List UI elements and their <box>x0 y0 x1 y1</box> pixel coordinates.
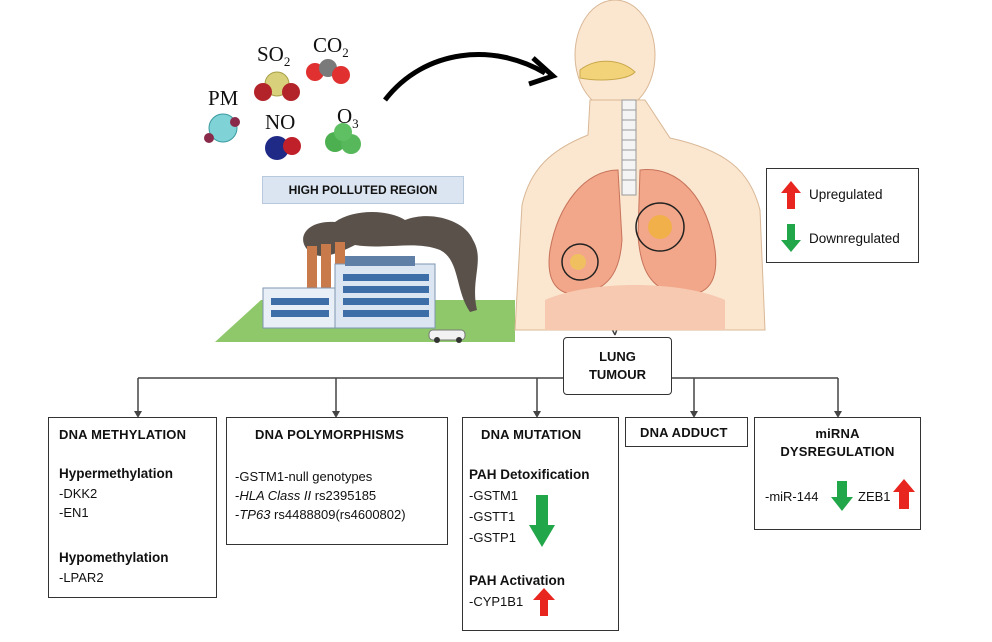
methylation-title: DNA METHYLATION <box>59 427 187 442</box>
hypo-item: -LPAR2 <box>59 570 104 585</box>
legend-down-label: Downregulated <box>809 231 900 246</box>
pm-label: PM <box>208 86 239 110</box>
so2-label: SO2 <box>257 42 291 70</box>
up-arrow-icon <box>533 588 555 616</box>
hypomethylation-label: Hypomethylation <box>59 550 169 565</box>
polymorphism-item: -HLA Class II rs2395185 <box>235 488 377 503</box>
no-molecule-icon <box>265 136 301 160</box>
lung-tumour-node: LUNG TUMOUR <box>563 337 672 395</box>
mutation-title: DNA MUTATION <box>481 427 582 442</box>
so2-molecule-icon <box>254 71 300 101</box>
mirna-title-line1: miRNA <box>815 426 860 441</box>
activation-item: -CYP1B1 <box>469 594 524 609</box>
region-banner-label: HIGH POLLUTED REGION <box>288 183 438 197</box>
pah-detox-label: PAH Detoxification <box>469 467 590 482</box>
up-arrow-icon <box>893 479 915 509</box>
hyper-item: -EN1 <box>59 505 89 520</box>
region-banner: HIGH POLLUTED REGION <box>262 176 464 204</box>
mirna-item: -miR-144 <box>765 489 819 504</box>
hypermethylation-label: Hypermethylation <box>59 466 174 481</box>
hyper-item: -DKK2 <box>59 486 98 501</box>
no-label: NO <box>265 110 296 134</box>
pollutant-molecules <box>204 59 361 160</box>
up-arrow-icon <box>781 181 801 209</box>
dna-adduct-box: DNA ADDUCT <box>625 417 748 447</box>
mirna-title-line2: DYSREGULATION <box>780 444 895 459</box>
down-arrow-icon <box>529 495 555 547</box>
dna-polymorphisms-box: DNA POLYMORPHISMS -GSTM1-null genotypes … <box>226 417 448 545</box>
detox-item: -GSTP1 <box>469 530 516 545</box>
legend-up-label: Upregulated <box>809 187 883 202</box>
human-lungs-icon <box>514 0 766 331</box>
down-arrow-icon <box>781 224 801 252</box>
down-arrow-icon <box>831 481 853 511</box>
mirna-dysregulation-box: miRNA DYSREGULATION -miR-144 ZEB1 <box>754 417 921 530</box>
polymorphisms-title: DNA POLYMORPHISMS <box>255 427 405 442</box>
legend-box: Upregulated Downregulated <box>766 168 919 263</box>
pah-activation-label: PAH Activation <box>469 573 566 588</box>
polymorphism-item: -TP63 rs4488809(rs4600802) <box>235 507 406 522</box>
factory-icon <box>215 212 515 343</box>
polymorphism-item: -GSTM1-null genotypes <box>235 469 373 484</box>
co2-label: CO2 <box>313 33 349 61</box>
co2-molecule-icon <box>306 59 350 84</box>
zeb1-item: ZEB1 <box>858 489 891 504</box>
detox-item: -GSTM1 <box>469 488 519 503</box>
dna-mutation-box: DNA MUTATION PAH Detoxification -GSTM1 -… <box>462 417 619 631</box>
lung-tumour-line1: LUNG <box>599 349 636 364</box>
adduct-title: DNA ADDUCT <box>640 425 728 440</box>
dna-methylation-box: DNA METHYLATION Hypermethylation -DKK2 -… <box>48 417 217 598</box>
detox-item: -GSTT1 <box>469 509 516 524</box>
lung-tumour-line2: TUMOUR <box>588 367 647 382</box>
pm-molecule-icon <box>204 113 240 143</box>
curved-arrow-icon <box>383 52 558 102</box>
o3-label: O3 <box>337 104 359 132</box>
o3-molecule-icon <box>325 123 361 154</box>
